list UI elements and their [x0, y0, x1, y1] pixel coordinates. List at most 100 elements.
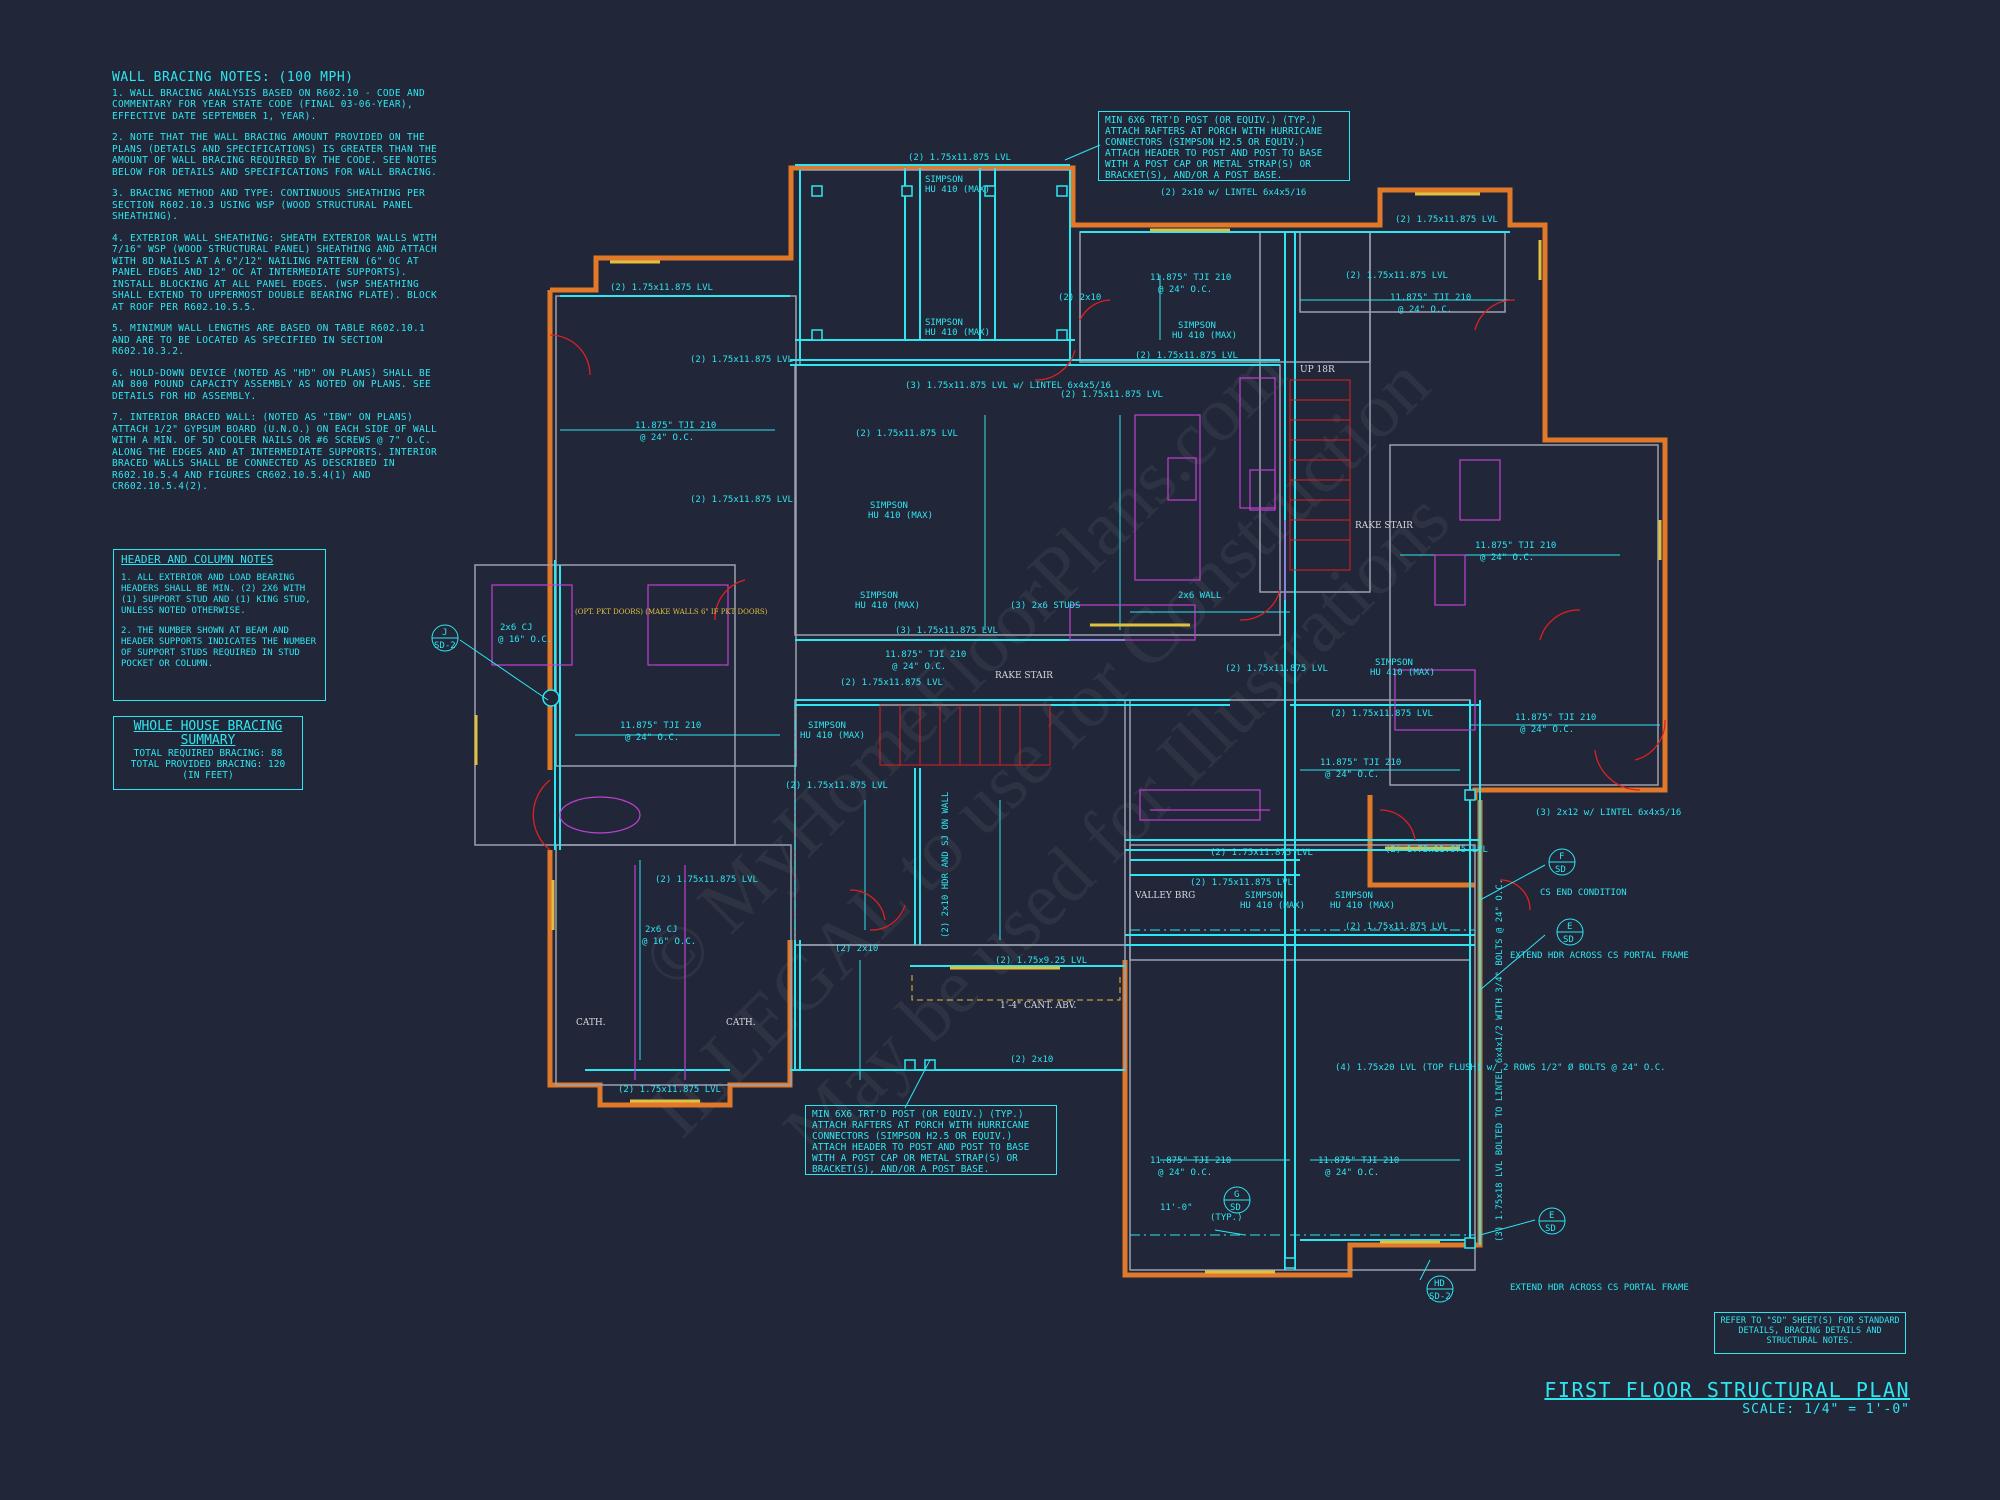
note-item: 3. BRACING METHOD AND TYPE: CONTINUOUS S… — [112, 188, 426, 222]
beam-label: (2) 1.75x11.875 LVL — [655, 875, 758, 885]
header-note: (2) 2x10 HDR AND SJ ON WALL — [941, 792, 951, 938]
cathedral-label: CATH. — [576, 1018, 606, 1028]
header-notes-title: HEADER AND COLUMN NOTES — [121, 553, 274, 566]
beam-label: (2) 1.75x11.875 LVL — [1345, 922, 1448, 932]
simpson-label: SIMPSON — [925, 318, 963, 328]
side-beam-note: (3) 1.75x18 LVL BOLTED TO LINTEL 6x4x1/2… — [1495, 879, 1505, 1242]
pocket-door-note: (OPT. PKT DOORS) (MAKE WALLS 6" IF PKT D… — [575, 608, 768, 616]
plan-labels: (2) 1.75x11.875 LVL (2) 1.75x11.875 LVL … — [498, 153, 1689, 1293]
beam-label: (3) 1.75x11.875 LVL — [895, 626, 998, 636]
detail-tag-e[interactable]: E SD — [1538, 1207, 1566, 1235]
beam-label: (2) 1.75x11.875 LVL — [1210, 848, 1313, 858]
drawing-scale: SCALE: 1/4" = 1'-0" — [1742, 1402, 1910, 1417]
beam-label: (2) 2x10 — [1010, 1055, 1053, 1065]
cathedral-label: CATH. — [726, 1018, 756, 1028]
joist-label: 11.875" TJI 210 — [1150, 1156, 1231, 1166]
joist-spacing: @ 24" O.C. — [1158, 1168, 1212, 1178]
portal-note: EXTEND HDR ACROSS CS PORTAL FRAME — [1510, 951, 1689, 961]
windows — [474, 192, 1662, 1274]
lintel-label: (3) 2x12 w/ LINTEL 6x4x5/16 — [1535, 808, 1681, 818]
hanger-label: HU 410 (MAX) — [925, 185, 990, 195]
svg-text:HD: HD — [1434, 1279, 1445, 1289]
beam-label: (2) 1.75x11.875 LVL — [855, 429, 958, 439]
valley-lines — [794, 700, 1475, 1236]
fixtures — [491, 377, 1501, 1080]
bracing-provided: TOTAL PROVIDED BRACING: 120 — [130, 759, 286, 770]
bracing-summary: WHOLE HOUSE BRACING SUMMARY TOTAL REQUIR… — [113, 716, 303, 790]
note-item: 1. WALL BRACING ANALYSIS BASED ON R602.1… — [112, 87, 426, 122]
hanger-label: HU 410 (MAX) — [1172, 331, 1237, 341]
svg-text:SD: SD — [1563, 935, 1574, 945]
detail-tag-f[interactable]: F SD — [1548, 848, 1576, 876]
joist-label: 11.875" TJI 210 — [1515, 713, 1596, 723]
joist-label: 11.875" TJI 210 — [1475, 541, 1556, 551]
detail-tag-g[interactable]: G SD — [1223, 1186, 1251, 1214]
joist-spacing: @ 24" O.C. — [1480, 553, 1534, 563]
simpson-label: SIMPSON — [870, 501, 908, 511]
beam-label: (2) 1.75x11.875 LVL — [1060, 390, 1163, 400]
door-swings — [532, 299, 1666, 931]
hanger-label: HU 410 (MAX) — [1330, 901, 1395, 911]
svg-text:E: E — [1549, 1211, 1554, 1221]
svg-text:F: F — [1559, 852, 1564, 862]
joist-spacing: @ 16" O.C. — [498, 635, 552, 645]
joist-spacing: @ 24" O.C. — [1520, 725, 1574, 735]
note-item: 7. INTERIOR BRACED WALL: (NOTED AS "IBW"… — [112, 412, 438, 492]
hanger-label: HU 410 (MAX) — [800, 731, 865, 741]
simpson-label: SIMPSON — [860, 591, 898, 601]
bracing-unit: (IN FEET) — [182, 770, 234, 781]
simpson-label: SIMPSON — [1245, 891, 1283, 901]
detail-tag-hd[interactable]: HD SD-2 — [1426, 1275, 1454, 1303]
beam-label: (2) 1.75x11.875 LVL — [908, 153, 1011, 163]
beam-label: (2) 1.75x11.875 LVL — [618, 1085, 721, 1095]
joist-label: 11.875" TJI 210 — [1150, 273, 1231, 283]
columns — [542, 185, 1476, 1269]
detail-tag-e[interactable]: E SD — [1556, 918, 1584, 946]
svg-text:SD: SD — [1545, 1224, 1556, 1234]
dimension: 11'-0" — [1160, 1203, 1193, 1213]
beam-label: (2) 1.75x11.875 LVL — [1190, 878, 1293, 888]
detail-tag-j[interactable]: J SD-2 — [431, 624, 459, 652]
cs-end-note: CS END CONDITION — [1540, 888, 1627, 898]
note-item: 6. HOLD-DOWN DEVICE (NOTED AS "HD" ON PL… — [112, 367, 432, 402]
simpson-label: SIMPSON — [925, 175, 963, 185]
lintel-label: (2) 2x10 w/ LINTEL 6x4x5/16 — [1160, 188, 1306, 198]
joist-spacing: @ 24" O.C. — [1158, 285, 1212, 295]
joist-spacing: @ 24" O.C. — [1398, 305, 1452, 315]
beam-label: (2) 1.75x11.875 LVL — [840, 678, 943, 688]
stairs — [879, 379, 1351, 766]
header-note-item: 2. THE NUMBER SHOWN AT BEAM AND HEADER S… — [121, 626, 317, 669]
svg-text:J: J — [442, 628, 447, 638]
ceiling-joist-label: 2x6 CJ — [500, 623, 533, 633]
simpson-label: SIMPSON — [808, 721, 846, 731]
porch-post-callout-bottom: MIN 6x6 TRT'D POST (OR EQUIV.) (TYP.) AT… — [805, 1105, 1057, 1175]
hanger-label: HU 410 (MAX) — [868, 511, 933, 521]
joist-label: 11.875" TJI 210 — [885, 650, 966, 660]
stair-label: RAKE STAIR — [995, 671, 1053, 681]
stair-label: RAKE STAIR — [1355, 521, 1413, 531]
beam-label: (2) 1.75x11.875 LVL — [690, 355, 793, 365]
joist-label: 11.875" TJI 210 — [1390, 293, 1471, 303]
simpson-label: SIMPSON — [1375, 658, 1413, 668]
leaders — [459, 144, 1546, 1281]
svg-text:SD-2: SD-2 — [1429, 1292, 1451, 1302]
joist-label: 11.875" TJI 210 — [635, 421, 716, 431]
wall-bracing-notes: WALL BRACING NOTES: (100 MPH) 1. WALL BR… — [112, 71, 442, 503]
joist-spacing: @ 16" O.C. — [642, 937, 696, 947]
porch-post-callout-top: MIN 6x6 TRT'D POST (OR EQUIV.) (TYP.) AT… — [1098, 111, 1350, 181]
beam-label: (2) 1.75x11.875 LVL — [1225, 664, 1328, 674]
note-item: 4. EXTERIOR WALL SHEATHING: SHEATH EXTER… — [112, 232, 438, 313]
hanger-label: HU 410 (MAX) — [925, 328, 990, 338]
beam-label: (2) 1.75x11.875 LVL — [785, 781, 888, 791]
portal-note: EXTEND HDR ACROSS CS PORTAL FRAME — [1510, 1283, 1689, 1293]
beam-label: (2) 1.75x11.875 LVL — [690, 495, 793, 505]
joist-label: 11.875" TJI 210 — [620, 721, 701, 731]
svg-text:SD: SD — [1230, 1203, 1241, 1213]
hanger-label: HU 410 (MAX) — [1240, 901, 1305, 911]
beam-label: (2) 2x10 — [1058, 293, 1101, 303]
joist-label: 11.875" TJI 210 — [1320, 758, 1401, 768]
wall-label: 2x6 WALL — [1178, 591, 1221, 601]
typ-label: (TYP.) — [1210, 1213, 1243, 1223]
beam-note: (4) 1.75x20 LVL (TOP FLUSH) w/ 2 ROWS 1/… — [1335, 1062, 1666, 1073]
